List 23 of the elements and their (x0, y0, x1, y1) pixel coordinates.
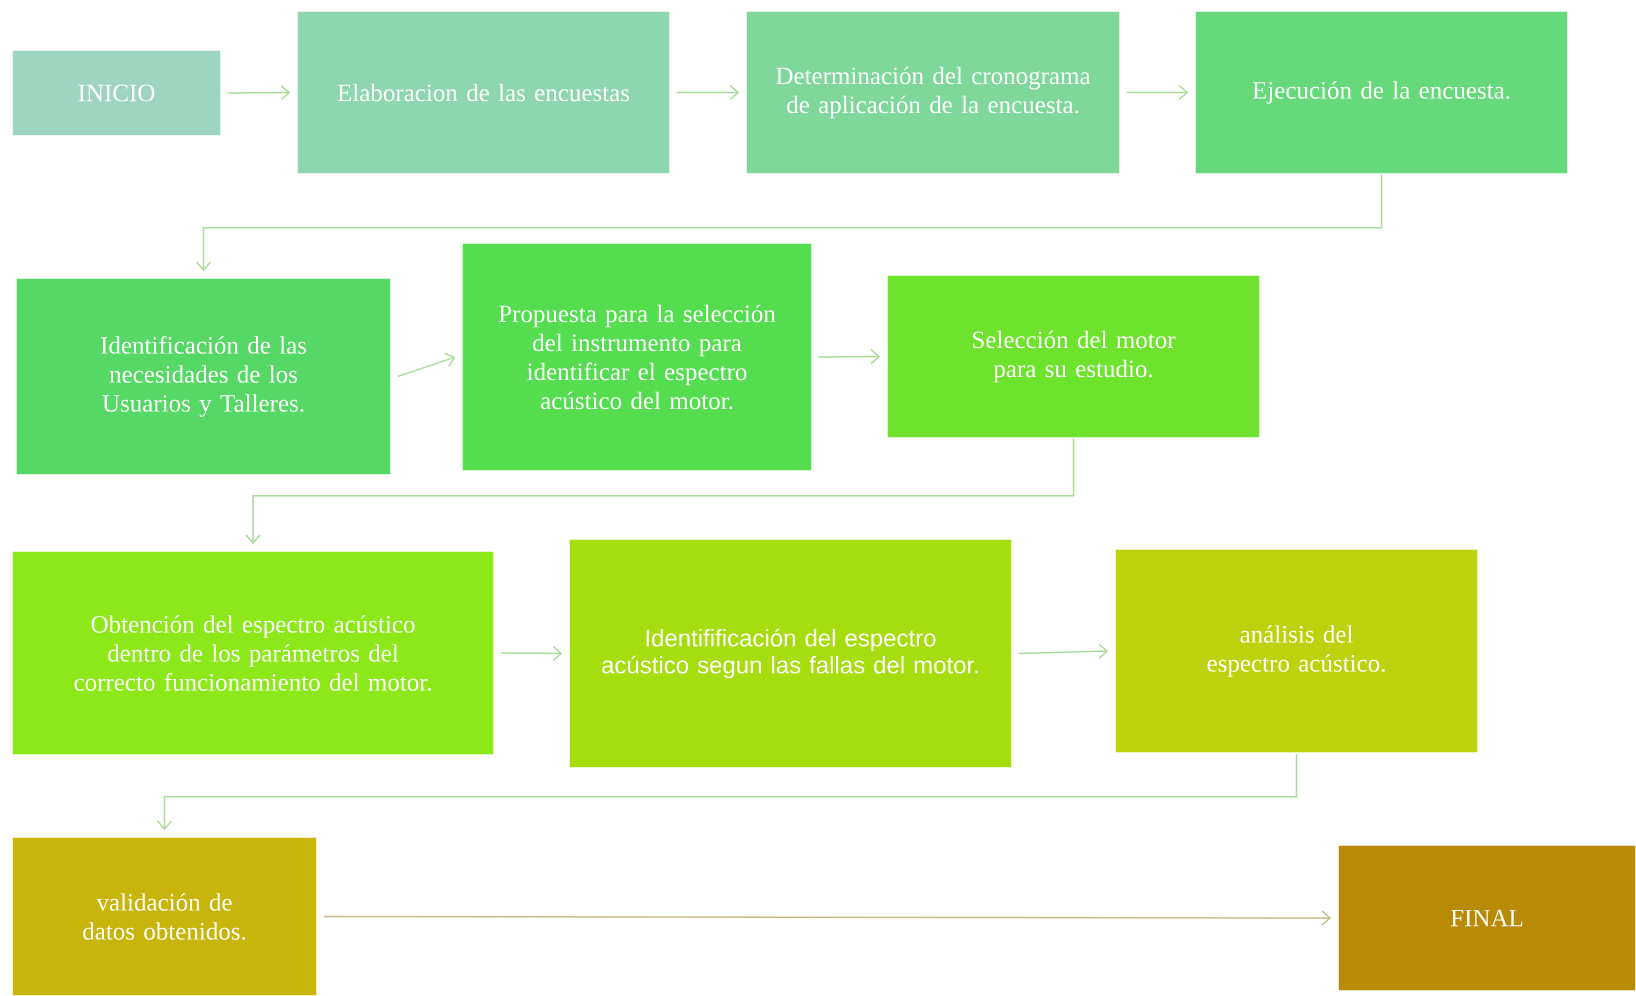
process-box: Propuesta para la selección del instrumento para identificar el espectro acústico del motor. (461, 242, 813, 472)
arrow (818, 348, 881, 365)
arrow (195, 174, 1383, 272)
arrow (245, 438, 1075, 545)
process-box: Identifificación del espectro acústico segun las fallas del motor. (568, 538, 1013, 769)
process-box: análisis del espectro acústico. (1114, 548, 1479, 754)
arrow (156, 753, 1298, 831)
process-box: INICIO (11, 49, 222, 137)
process-box: FINAL (1337, 844, 1636, 992)
arrow (323, 910, 1332, 926)
process-box: Obtención del espectro acústico dentro de los parámetros del correcto funcionamiento del motor. (11, 550, 495, 756)
arrow (227, 84, 291, 101)
arrow (676, 84, 740, 101)
arrow (1018, 643, 1109, 659)
process-box: Identificación de las necesidades de los Usuarios y Talleres. (15, 277, 392, 476)
process-box: Selección del motor para su estudio. (886, 274, 1261, 439)
arrow (500, 645, 563, 662)
process-box: Determinación del cronograma de aplicación de la encuesta. (745, 10, 1121, 175)
arrow (397, 352, 456, 378)
arrow (1126, 84, 1189, 101)
process-box: Ejecución de la encuesta. (1194, 10, 1569, 175)
process-box: Elaboracion de las encuestas (296, 10, 671, 175)
process-box: validación de datos obtenidos. (11, 836, 318, 996)
